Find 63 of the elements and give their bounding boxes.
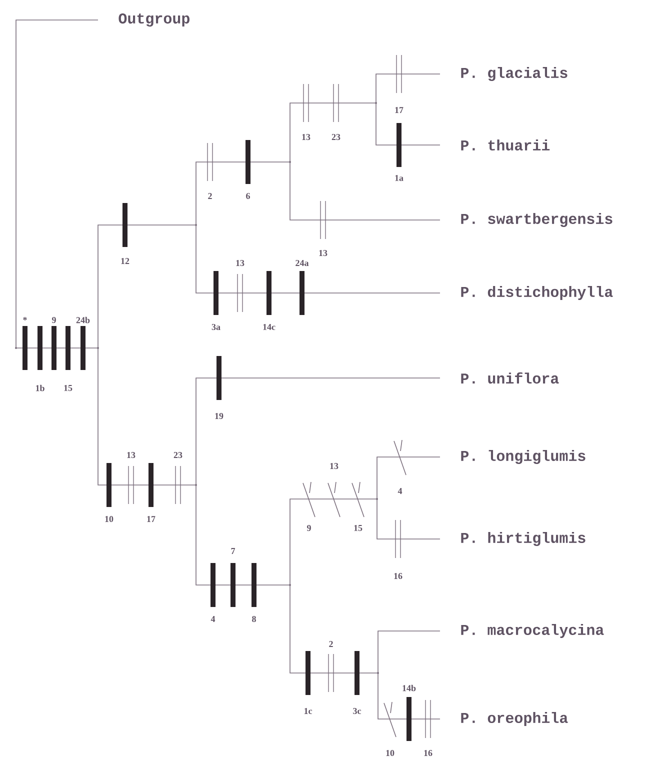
character-number: 23 xyxy=(332,134,340,140)
character-number: 15 xyxy=(64,385,72,392)
character-number: 15 xyxy=(354,525,362,532)
character-number: 9 xyxy=(307,524,311,532)
character-number: 17 xyxy=(147,516,156,522)
branch-line xyxy=(290,584,378,674)
character-number: 10 xyxy=(105,516,114,522)
character-number: 23 xyxy=(174,452,182,458)
taxon-label: Outgroup xyxy=(118,13,190,27)
branch-line xyxy=(376,102,440,146)
character-number: 12 xyxy=(121,258,130,264)
character-number: 13 xyxy=(302,134,310,140)
branch-line xyxy=(196,484,290,586)
character-number: 1a xyxy=(395,174,404,182)
character-number: 2 xyxy=(329,641,333,647)
taxon-label: P. hirtiglumis xyxy=(461,532,586,546)
character-number: 19 xyxy=(215,412,224,420)
branch-line xyxy=(16,20,98,348)
branch-line xyxy=(376,456,440,500)
branch-line xyxy=(196,224,440,294)
branch-line xyxy=(378,672,440,720)
character-number: 13 xyxy=(330,462,338,470)
character-number: 3c xyxy=(353,708,362,714)
character-number: 1c xyxy=(304,708,312,714)
character-number: 3a xyxy=(212,324,220,330)
character-number: 24b xyxy=(76,316,90,324)
character-number: 13 xyxy=(236,260,244,266)
character-number: 10 xyxy=(386,750,394,756)
character-number: 14c xyxy=(263,324,276,330)
character-number: 13 xyxy=(127,452,136,458)
taxon-label: P. swartbergensis xyxy=(461,212,612,228)
character-number: 9 xyxy=(52,316,56,324)
branch-line xyxy=(196,378,440,486)
character-number: * xyxy=(23,317,27,320)
branch-line xyxy=(290,498,378,586)
character-number: 8 xyxy=(252,616,256,622)
branch-line xyxy=(376,74,440,104)
character-number: 24a xyxy=(296,260,309,266)
character-number: 13 xyxy=(319,250,328,256)
character-number: 1b xyxy=(36,384,44,392)
character-number: 17 xyxy=(395,107,404,113)
taxon-label: P. oreophila xyxy=(461,712,568,726)
taxon-label: P. thuarii xyxy=(461,140,550,150)
taxon-label: P. macrocalycina xyxy=(461,624,604,638)
branch-line xyxy=(376,498,440,540)
branch-line xyxy=(196,162,290,226)
branch-line xyxy=(98,348,196,486)
character-number: 4 xyxy=(210,616,216,622)
branch-line xyxy=(378,630,440,674)
character-number: 4 xyxy=(398,488,402,494)
taxon-label: P. uniflora xyxy=(461,372,559,384)
branch-line xyxy=(98,224,196,348)
character-number: 6 xyxy=(246,192,250,200)
character-number: 7 xyxy=(231,548,236,554)
taxon-label: P. longiglumis xyxy=(461,450,586,464)
character-number: 2 xyxy=(208,193,212,199)
character-number: 16 xyxy=(394,572,402,580)
branch-line xyxy=(290,102,376,162)
branch-line xyxy=(290,162,440,220)
taxon-label: P. distichophylla xyxy=(461,286,613,300)
taxon-label: P. glacialis xyxy=(461,66,568,82)
character-number: 14b xyxy=(402,684,416,692)
character-number: 16 xyxy=(424,750,432,756)
